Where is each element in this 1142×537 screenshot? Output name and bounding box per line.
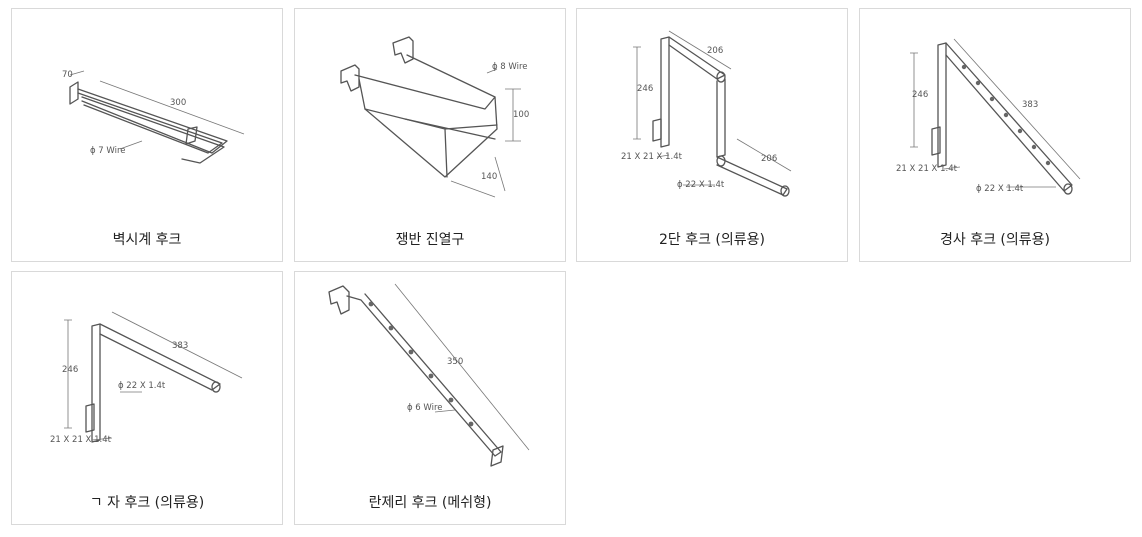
- dim-label-bracket: 21 X 21 X 1.4t: [50, 435, 112, 445]
- product-card-tray-display[interactable]: ϕ 8 Wire 100 140 쟁반 진열구: [294, 8, 566, 262]
- product-title[interactable]: 벽시계 후크: [112, 232, 182, 248]
- dim-label-length: 350: [447, 357, 463, 367]
- dim-label-height: 246: [62, 365, 78, 375]
- product-title[interactable]: 경사 후크 (의류용): [940, 232, 1050, 248]
- dim-label-depth: 140: [481, 172, 497, 182]
- dim-label-length: 383: [1022, 100, 1038, 110]
- product-drawing-tray-display: ϕ 8 Wire 100 140: [340, 36, 529, 198]
- product-drawing-slanted-hook: 246 383 21 X 21 X 1.4t ϕ 22 X 1.4t: [896, 38, 1081, 195]
- dim-label-length: 383: [172, 341, 188, 351]
- product-drawing-wall-clock-hook: 70 300 ϕ 7 Wire: [62, 70, 245, 164]
- dim-label-width: 70: [62, 70, 73, 80]
- dim-label-top-width: 206: [707, 46, 723, 56]
- product-title[interactable]: ㄱ 자 후크 (의류용): [89, 495, 205, 511]
- product-drawing-l-shaped-hook: 383 246 ϕ 22 X 1.4t 21 X 21 X 1.4t: [50, 311, 243, 445]
- dim-label-pipe: ϕ 22 X 1.4t: [976, 184, 1024, 194]
- product-card-lingerie-hook[interactable]: 350 ϕ 6 Wire 란제리 후크 (메쉬형): [294, 271, 566, 525]
- dim-label-height: 246: [637, 84, 653, 94]
- dim-label-height: 100: [513, 110, 529, 120]
- dim-label-pipe: ϕ 22 X 1.4t: [118, 381, 166, 391]
- dim-label-length: 300: [170, 98, 186, 108]
- product-card-slanted-hook[interactable]: 246 383 21 X 21 X 1.4t ϕ 22 X 1.4t 경사 후크…: [859, 8, 1131, 262]
- product-drawing-two-tier-hook: 206 246 21 X 21 X 1.4t 206 ϕ 22 X 1.4t: [621, 30, 792, 197]
- product-title[interactable]: 란제리 후크 (메쉬형): [368, 495, 492, 511]
- dim-label-bottom-width: 206: [761, 154, 777, 164]
- dim-label-wire: ϕ 7 Wire: [90, 146, 126, 156]
- dim-label-pipe: ϕ 22 X 1.4t: [677, 180, 725, 190]
- dim-label-bracket: 21 X 21 X 1.4t: [896, 164, 958, 174]
- dim-label-wire: ϕ 8 Wire: [492, 62, 528, 72]
- product-title[interactable]: 2단 후크 (의류용): [658, 232, 765, 248]
- product-card-wall-clock-hook[interactable]: 70 300 ϕ 7 Wire 벽시계 후크: [11, 8, 283, 262]
- product-drawing-lingerie-hook: 350 ϕ 6 Wire: [328, 283, 530, 467]
- product-card-two-tier-hook[interactable]: 206 246 21 X 21 X 1.4t 206 ϕ 22 X 1.4t 2…: [576, 8, 848, 262]
- dim-label-height: 246: [912, 90, 928, 100]
- dim-label-wire: ϕ 6 Wire: [407, 403, 443, 413]
- dim-label-bracket: 21 X 21 X 1.4t: [621, 152, 683, 162]
- product-card-l-shaped-hook[interactable]: 383 246 ϕ 22 X 1.4t 21 X 21 X 1.4t ㄱ 자 후…: [11, 271, 283, 525]
- product-title[interactable]: 쟁반 진열구: [395, 232, 465, 248]
